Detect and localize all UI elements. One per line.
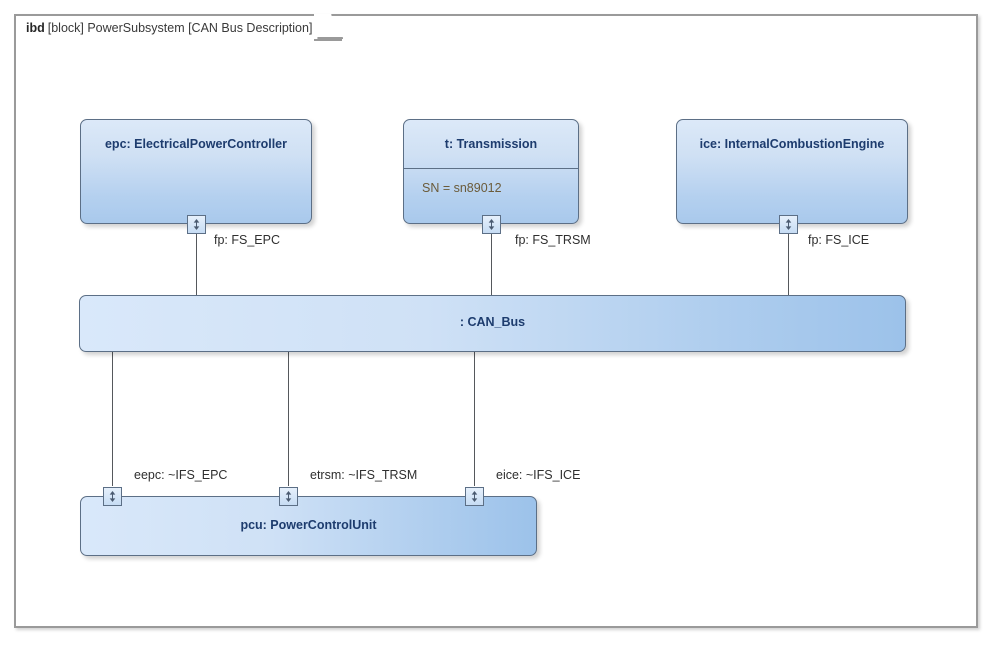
block-transmission[interactable]: t: Transmission SN = sn89012: [403, 119, 579, 224]
port-label-etrsm-ifs-trsm: etrsm: ~IFS_TRSM: [310, 468, 418, 482]
block-internal-combustion-engine[interactable]: ice: InternalCombustionEngine: [676, 119, 908, 224]
port-label-fp-fs-epc: fp: FS_EPC: [214, 233, 280, 247]
block-title-ice: ice: InternalCombustionEngine: [699, 137, 885, 151]
double-arrow-vertical-icon: [471, 491, 478, 502]
tab-slant-decoration: [314, 14, 343, 41]
flow-port-icon-ice[interactable]: [779, 215, 798, 234]
flow-port-icon-transmission[interactable]: [482, 215, 501, 234]
block-title-can-bus: : CAN_Bus: [459, 315, 526, 329]
connector-canbus-to-pcu-eepc: [112, 352, 113, 486]
block-title-pcu: pcu: PowerControlUnit: [240, 518, 377, 532]
block-can-bus[interactable]: : CAN_Bus: [79, 295, 906, 352]
double-arrow-vertical-icon: [488, 219, 495, 230]
flow-port-icon-pcu-eepc[interactable]: [103, 487, 122, 506]
block-property-serial-number: SN = sn89012: [404, 168, 578, 206]
connector-canbus-to-pcu-etrsm: [288, 352, 289, 486]
port-label-fp-fs-trsm: fp: FS_TRSM: [515, 233, 591, 247]
port-label-eepc-ifs-epc: eepc: ~IFS_EPC: [134, 468, 228, 482]
connector-epc-to-canbus: [196, 224, 197, 295]
double-arrow-vertical-icon: [785, 219, 792, 230]
diagram-kind-label: ibd: [26, 20, 45, 35]
block-title-transmission: t: Transmission: [444, 137, 538, 151]
connector-transmission-to-canbus: [491, 224, 492, 295]
connector-canbus-to-pcu-eice: [474, 352, 475, 486]
block-title-epc: epc: ElectricalPowerController: [104, 137, 287, 151]
block-power-control-unit[interactable]: pcu: PowerControlUnit: [80, 496, 537, 556]
flow-port-icon-pcu-eice[interactable]: [465, 487, 484, 506]
port-label-fp-fs-ice: fp: FS_ICE: [808, 233, 870, 247]
flow-port-icon-pcu-etrsm[interactable]: [279, 487, 298, 506]
flow-port-icon-epc[interactable]: [187, 215, 206, 234]
connector-ice-to-canbus: [788, 224, 789, 295]
double-arrow-vertical-icon: [193, 219, 200, 230]
double-arrow-vertical-icon: [109, 491, 116, 502]
block-electrical-power-controller[interactable]: epc: ElectricalPowerController: [80, 119, 312, 224]
double-arrow-vertical-icon: [285, 491, 292, 502]
port-label-eice-ifs-ice: eice: ~IFS_ICE: [496, 468, 581, 482]
diagram-frame-header: ibd [block] PowerSubsystem [CAN Bus Desc…: [14, 14, 343, 41]
diagram-name-label: [block] PowerSubsystem [CAN Bus Descript…: [47, 20, 313, 35]
